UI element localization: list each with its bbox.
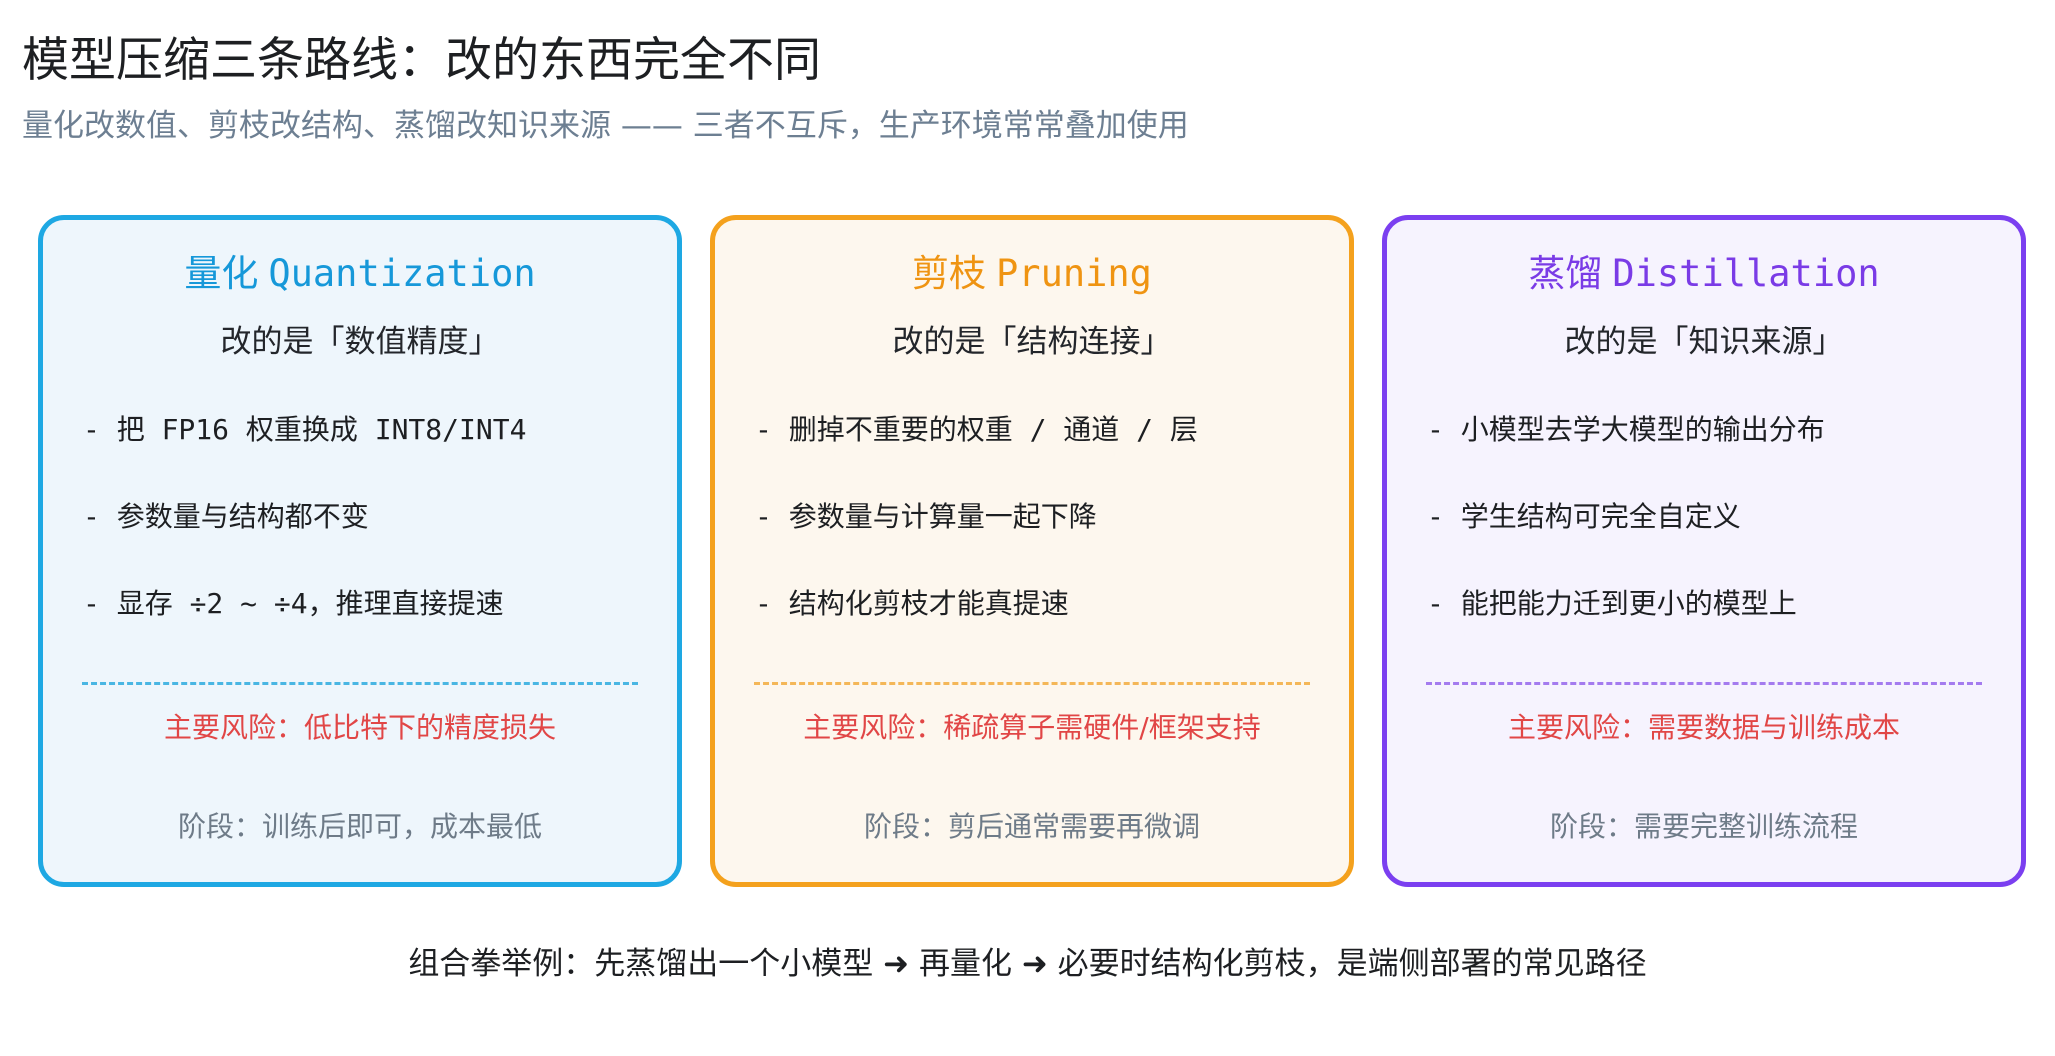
bullet-item: - 参数量与计算量一起下降 — [755, 500, 1097, 533]
page-subtitle: 量化改数值、剪枝改结构、蒸馏改知识来源 —— 三者不互斥，生产环境常常叠加使用 — [22, 108, 1189, 144]
page-title: 模型压缩三条路线：改的东西完全不同 — [22, 33, 821, 88]
bullet-item: - 显存 ÷2 ~ ÷4，推理直接提速 — [83, 587, 504, 620]
bullet-list: - 把 FP16 权重换成 INT8/INT4 - 参数量与结构都不变 - 显存… — [83, 410, 526, 671]
bullet-item: - 结构化剪枝才能真提速 — [755, 587, 1069, 620]
card-subtitle: 改的是「结构连接」 — [892, 324, 1172, 360]
stage-text: 阶段：需要完整训练流程 — [1549, 810, 1858, 843]
bullet-item: - 删掉不重要的权重 / 通道 / 层 — [755, 413, 1198, 446]
card-subtitle: 改的是「数值精度」 — [220, 324, 500, 360]
dashed-divider — [1426, 682, 1982, 685]
card-title-en: Quantization — [268, 252, 536, 295]
risk-text: 主要风险：低比特下的精度损失 — [163, 711, 556, 744]
risk-text: 主要风险：稀疏算子需硬件/框架支持 — [803, 711, 1261, 744]
bullet-item: - 小模型去学大模型的输出分布 — [1427, 413, 1825, 446]
risk-text: 主要风险：需要数据与训练成本 — [1507, 711, 1900, 744]
bullet-list: - 小模型去学大模型的输出分布 - 学生结构可完全自定义 - 能把能力迁到更小的… — [1427, 410, 1825, 671]
dashed-divider — [82, 682, 638, 685]
dashed-divider — [754, 682, 1310, 685]
card-subtitle: 改的是「知识来源」 — [1564, 324, 1844, 360]
card-title-zh: 剪枝 — [912, 252, 987, 295]
bullet-item: - 学生结构可完全自定义 — [1427, 500, 1741, 533]
bullet-item: - 能把能力迁到更小的模型上 — [1427, 587, 1797, 620]
bullet-list: - 删掉不重要的权重 / 通道 / 层 - 参数量与计算量一起下降 - 结构化剪… — [755, 410, 1198, 671]
card-title-en: Distillation — [1612, 252, 1880, 295]
card-title-en: Pruning — [996, 252, 1152, 295]
stage-text: 阶段：训练后即可，成本最低 — [177, 810, 542, 843]
card-title-zh: 蒸馏 — [1528, 252, 1603, 295]
bullet-item: - 把 FP16 权重换成 INT8/INT4 — [83, 413, 527, 446]
stage-text: 阶段：剪后通常需要再微调 — [863, 810, 1200, 843]
card-title-zh: 量化 — [184, 252, 259, 295]
footer-note: 组合拳举例：先蒸馏出一个小模型 ➜ 再量化 ➜ 必要时结构化剪枝，是端侧部署的常… — [408, 946, 1647, 982]
bullet-item: - 参数量与结构都不变 — [83, 500, 369, 533]
